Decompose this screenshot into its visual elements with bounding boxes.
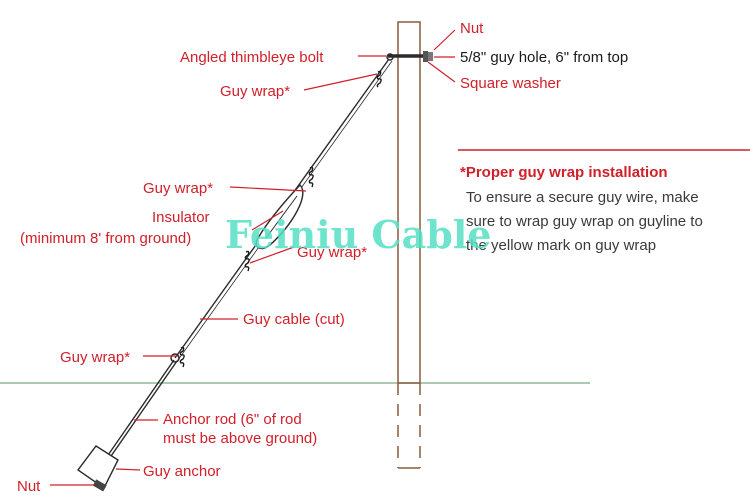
label-nut-top: Nut — [460, 20, 484, 37]
label-nut-bottom: Nut — [17, 478, 41, 495]
label-anchor-rod-note: must be above ground) — [163, 430, 317, 447]
label-guy-wrap-4: Guy wrap* — [60, 349, 130, 366]
guy-wrap-coil-top — [376, 70, 382, 88]
label-insulator-note: (minimum 8' from ground) — [20, 230, 191, 247]
label-square-washer: Square washer — [460, 75, 561, 92]
utility-pole — [397, 21, 421, 384]
pointer-lines — [50, 29, 456, 486]
thimbleye-bolt-assembly — [386, 51, 433, 62]
label-anchor-rod: Anchor rod (6" of rod — [163, 411, 302, 428]
label-guy-wrap-1: Guy wrap* — [220, 83, 290, 100]
label-guy-hole: 5/8" guy hole, 6" from top — [460, 49, 628, 66]
note-line-3: the yellow mark on guy wrap — [466, 237, 656, 254]
top-nut — [428, 52, 433, 61]
rod-eye — [170, 353, 180, 363]
guy-wrap-coil-upper — [308, 166, 314, 188]
square-washer — [423, 51, 428, 62]
label-insulator: Insulator — [152, 209, 210, 226]
label-guy-wrap-3: Guy wrap* — [297, 244, 367, 261]
label-guy-anchor: Guy anchor — [143, 463, 221, 480]
insulator — [255, 183, 304, 250]
label-guy-cable: Guy cable (cut) — [243, 311, 345, 328]
anchor-rod — [105, 359, 175, 459]
label-guy-wrap-2: Guy wrap* — [143, 180, 213, 197]
guy-wrap-coil-bottom — [179, 346, 185, 368]
note-line-2: sure to wrap guy wrap on guyline to — [466, 213, 703, 230]
guy-wrap-coil-lower — [244, 250, 250, 272]
watermark: Feiniu Cable — [225, 212, 491, 257]
pole-buried-section — [397, 383, 421, 469]
bottom-nut — [92, 479, 107, 492]
note-title: *Proper guy wrap installation — [460, 164, 668, 181]
note-line-1: To ensure a secure guy wire, make — [466, 189, 699, 206]
label-thimbleye-bolt: Angled thimbleye bolt — [180, 49, 324, 66]
